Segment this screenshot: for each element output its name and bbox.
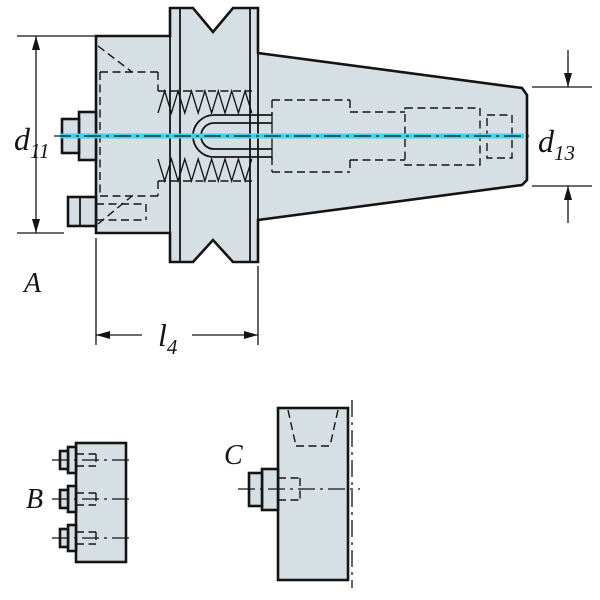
- view-b-hidden-lines: [76, 453, 97, 545]
- main-view-tool-holder: [54, 6, 532, 264]
- view-b-centerlines: [52, 459, 133, 539]
- dimension-d11: d11: [14, 35, 96, 234]
- view-label-b: B: [26, 484, 43, 515]
- dimension-l4-label: l4: [158, 317, 178, 359]
- view-b-body: [74, 441, 128, 564]
- dimension-d13-label: d13: [538, 123, 575, 165]
- view-label-c: C: [224, 440, 243, 471]
- view-b: B: [26, 441, 133, 564]
- left-set-screws: [60, 110, 98, 228]
- hidden-lines-main: [96, 45, 513, 225]
- view-c: C: [224, 400, 360, 588]
- view-c-hidden-lines: [278, 409, 339, 501]
- view-c-body: [276, 406, 350, 582]
- dimension-d13: d13: [532, 50, 592, 223]
- view-label-a: A: [22, 268, 42, 299]
- thread-profile: [157, 88, 253, 184]
- dimension-l4: l4: [95, 238, 259, 359]
- dimension-d11-label: d11: [14, 121, 49, 163]
- view-c-centerlines: [238, 400, 360, 588]
